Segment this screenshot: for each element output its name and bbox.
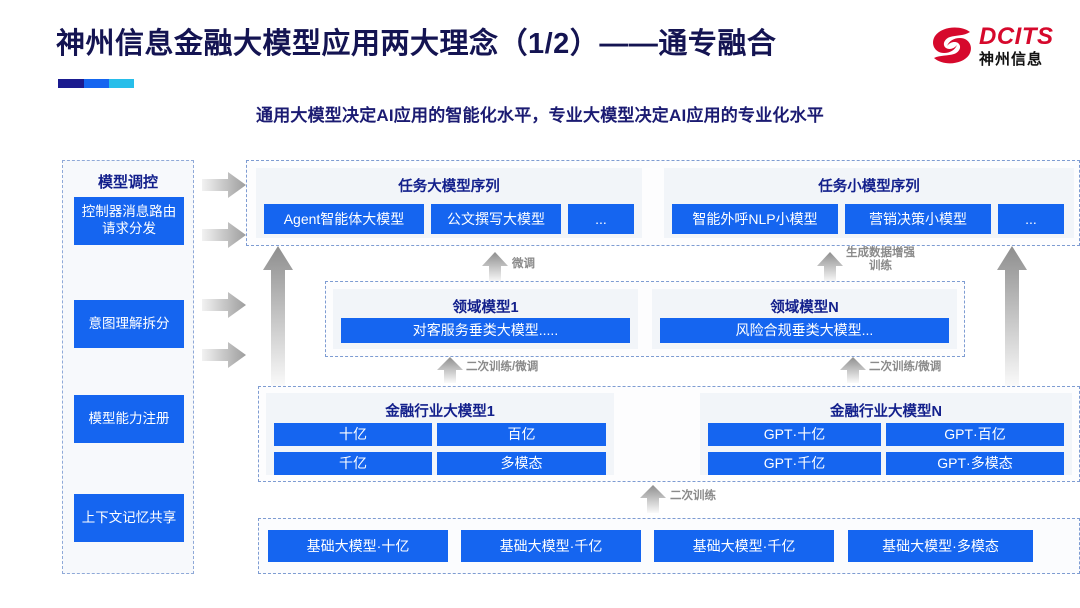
arrow-label-retrain: 二次训练 [670, 490, 716, 502]
industry-1-item-ten-billion[interactable]: 百亿 [437, 423, 606, 446]
sidebar-item-controller-routing[interactable]: 控制器消息路由请求分发 [74, 197, 184, 245]
industry-1-item-billion[interactable]: 十亿 [274, 423, 432, 446]
task-item-more-2[interactable]: ... [998, 204, 1064, 234]
logo-english-text: DCITS [979, 23, 1054, 50]
arrow-right-icon-2 [202, 222, 246, 248]
industry-n-item-gpt-ten-billion[interactable]: GPT·百亿 [886, 423, 1064, 446]
arrow-label-retrain-finetune-right: 二次训练/微调 [869, 361, 942, 373]
industry-1-item-hundred-billion[interactable]: 千亿 [274, 452, 432, 475]
sidebar-title: 模型调控 [97, 174, 158, 191]
arrow-up-icon-fine-tune [482, 252, 508, 282]
foundation-item-billion[interactable]: 基础大模型·十亿 [268, 530, 448, 562]
sidebar-item-capability-registry[interactable]: 模型能力注册 [74, 395, 184, 443]
industry-model-1-title: 金融行业大模型1 [385, 404, 495, 420]
task-item-document-writing-model[interactable]: 公文撰写大模型 [431, 204, 561, 234]
accent-segment-blue [83, 79, 109, 88]
arrow-right-icon-3 [202, 292, 246, 318]
task-item-agent-model[interactable]: Agent智能体大模型 [264, 204, 424, 234]
foundation-item-hundred-billion[interactable]: 基础大模型·千亿 [461, 530, 641, 562]
accent-segment-navy [58, 79, 84, 88]
arrow-label-fine-tune: 微调 [512, 258, 535, 270]
task-large-model-title: 任务大模型序列 [398, 179, 500, 195]
dcits-swirl-icon [933, 27, 971, 64]
domain-model-n-title: 领域模型N [770, 300, 839, 316]
arrow-up-icon-retrain-finetune-right [840, 357, 866, 383]
industry-n-item-gpt-hundred-billion[interactable]: GPT·千亿 [708, 452, 881, 475]
company-logo: DCITS 神州信息 [930, 20, 1062, 72]
accent-segment-cyan [108, 79, 134, 88]
arrow-up-icon-industry-to-task-right [997, 246, 1027, 386]
sidebar-item-intent-parsing[interactable]: 意图理解拆分 [74, 300, 184, 348]
arrow-up-icon-retrain [640, 485, 666, 513]
task-item-marketing-decision-model[interactable]: 营销决策小模型 [845, 204, 991, 234]
industry-n-item-gpt-multimodal[interactable]: GPT·多模态 [886, 452, 1064, 475]
title-accent-bar [58, 79, 134, 88]
task-small-model-title: 任务小模型序列 [818, 179, 920, 195]
model-control-panel: 模型调控 控制器消息路由请求分发 意图理解拆分 模型能力注册 上下文记忆共享 [62, 160, 194, 574]
arrow-label-data-augment: 生成数据增强 训练 [846, 247, 915, 273]
industry-n-item-gpt-billion[interactable]: GPT·十亿 [708, 423, 881, 446]
domain-item-risk-compliance[interactable]: 风险合规垂类大模型... [660, 318, 949, 343]
arrow-up-icon-retrain-finetune-left [437, 357, 463, 383]
foundation-item-multimodal[interactable]: 基础大模型·多模态 [848, 530, 1033, 562]
sidebar-item-context-memory[interactable]: 上下文记忆共享 [74, 494, 184, 542]
industry-model-n-title: 金融行业大模型N [830, 404, 942, 420]
arrow-right-icon-1 [202, 172, 246, 198]
arrow-label-retrain-finetune-left: 二次训练/微调 [466, 361, 539, 373]
foundation-item-trillion[interactable]: 基础大模型·千亿 [654, 530, 834, 562]
arrow-right-icon-4 [202, 342, 246, 368]
arrow-up-icon-industry-to-task-left [263, 246, 293, 386]
domain-model-1-title: 领域模型1 [452, 300, 519, 316]
arrow-up-icon-data-augment [817, 252, 843, 282]
industry-1-item-multimodal[interactable]: 多模态 [437, 452, 606, 475]
logo-chinese-text: 神州信息 [979, 51, 1044, 68]
task-item-more-1[interactable]: ... [568, 204, 634, 234]
domain-item-customer-service[interactable]: 对客服务垂类大模型..... [341, 318, 630, 343]
page-title: 神州信息金融大模型应用两大理念（1/2）——通专融合 [56, 28, 777, 60]
task-item-outbound-nlp-model[interactable]: 智能外呼NLP小模型 [672, 204, 838, 234]
page-subtitle: 通用大模型决定AI应用的智能化水平，专业大模型决定AI应用的专业化水平 [256, 106, 824, 125]
